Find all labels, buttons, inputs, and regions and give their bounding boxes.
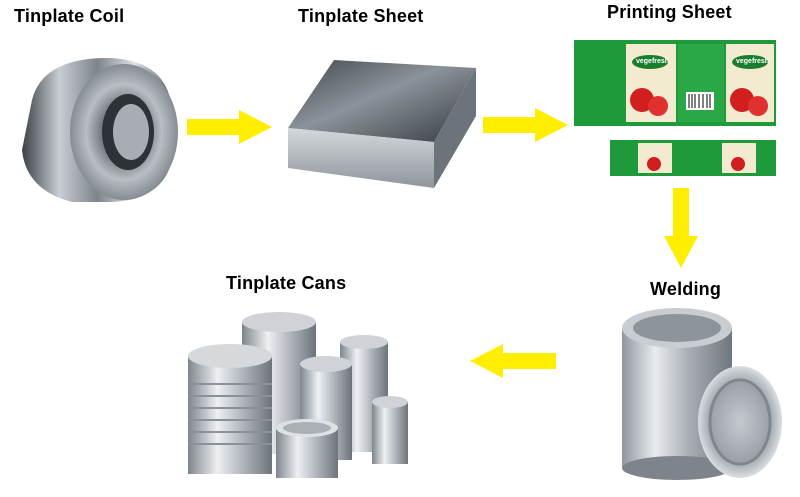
printing-sheet-image: vegefresh vegefresh (574, 40, 778, 180)
step-label-tinplate-cans: Tinplate Cans (226, 273, 347, 293)
arrow-coil-to-sheet (187, 110, 272, 144)
arrow-welding-to-cans (470, 344, 556, 378)
tinplate-sheet-image (286, 56, 478, 194)
printing-brand-logo-top-2: vegefresh (736, 58, 770, 65)
step-label-printing-sheet: Printing Sheet (607, 2, 732, 22)
arrow-sheet-to-printing (483, 108, 568, 142)
step-label-welding: Welding (650, 279, 722, 299)
step-label-tinplate-sheet: Tinplate Sheet (298, 6, 424, 26)
tinplate-coil-image (12, 40, 182, 208)
step-label-tinplate-coil: Tinplate Coil (14, 6, 125, 26)
printing-brand-logo-top-1: vegefresh (636, 58, 670, 65)
welding-can-image (612, 300, 788, 486)
arrow-printing-to-welding (664, 188, 698, 268)
tinplate-cans-image (180, 312, 416, 488)
